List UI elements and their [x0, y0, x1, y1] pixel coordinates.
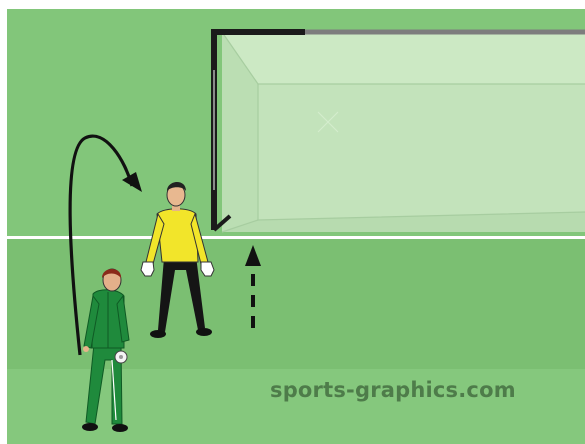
watermark-text: sports-graphics.com [270, 378, 516, 402]
goal [214, 32, 585, 232]
football-icon [115, 351, 127, 363]
goal-line [7, 236, 585, 239]
